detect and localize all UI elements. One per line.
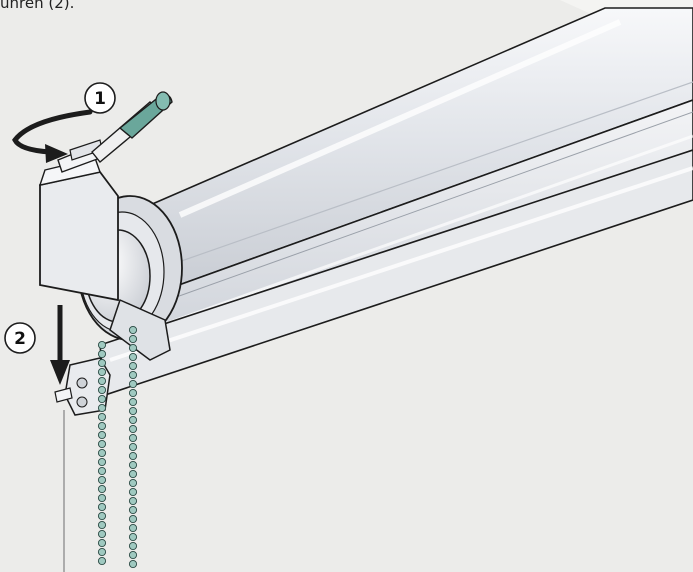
chain-bead xyxy=(97,448,107,458)
chain-bead xyxy=(128,433,138,443)
chain-bead xyxy=(97,511,107,521)
chain-bead xyxy=(128,559,138,569)
chain-bead xyxy=(128,523,138,533)
step-1-badge: 1 xyxy=(84,82,116,114)
chain-bead xyxy=(128,478,138,488)
chain-bead xyxy=(128,496,138,506)
caption-text: ühren (2). xyxy=(0,0,75,12)
chain-bead xyxy=(97,340,107,350)
step-1-number: 1 xyxy=(94,89,106,109)
chain-bead xyxy=(97,466,107,476)
chain-bead xyxy=(128,541,138,551)
step-2-badge: 2 xyxy=(4,322,36,354)
chain-bead xyxy=(97,367,107,377)
chain-bead xyxy=(97,556,107,566)
pull-down-arrow xyxy=(50,305,70,385)
step-2-number: 2 xyxy=(14,329,26,349)
chain-bead xyxy=(128,370,138,380)
chain-bead xyxy=(97,547,107,557)
chain-bead xyxy=(97,376,107,386)
chain-bead xyxy=(97,484,107,494)
bead-chain-right xyxy=(128,325,138,569)
chain-bead xyxy=(128,514,138,524)
chain-bead xyxy=(97,439,107,449)
chain-bead xyxy=(128,505,138,515)
green-handle xyxy=(91,91,173,163)
chain-bead xyxy=(97,412,107,422)
chain-bead xyxy=(128,487,138,497)
chain-bead xyxy=(128,334,138,344)
chain-bead xyxy=(128,460,138,470)
chain-bead xyxy=(97,475,107,485)
chain-bead xyxy=(97,385,107,395)
chain-bead xyxy=(97,502,107,512)
chain-bead xyxy=(97,403,107,413)
side-bracket xyxy=(38,157,171,361)
chain-bead xyxy=(128,550,138,560)
chain-bead xyxy=(128,325,138,335)
chain-bead xyxy=(97,538,107,548)
chain-bead xyxy=(97,349,107,359)
chain-bead xyxy=(97,421,107,431)
chain-bead xyxy=(97,520,107,530)
chain-bead xyxy=(128,451,138,461)
bead-chain-left xyxy=(97,340,107,566)
chain-bead xyxy=(97,493,107,503)
chain-bead xyxy=(128,397,138,407)
chain-bead xyxy=(128,343,138,353)
chain-bead xyxy=(97,358,107,368)
chain-bead xyxy=(128,424,138,434)
chain-bead xyxy=(128,442,138,452)
chain-bead xyxy=(97,394,107,404)
chain-bead xyxy=(128,469,138,479)
chain-bead xyxy=(128,406,138,416)
chain-bead xyxy=(128,388,138,398)
chain-bead xyxy=(128,352,138,362)
chain-bead xyxy=(97,430,107,440)
chain-bead xyxy=(97,529,107,539)
chain-bead xyxy=(128,379,138,389)
chain-bead xyxy=(97,457,107,467)
chain-bead xyxy=(128,415,138,425)
chain-bead xyxy=(128,361,138,371)
rotate-arrow xyxy=(12,109,93,163)
chain-bead xyxy=(128,532,138,542)
